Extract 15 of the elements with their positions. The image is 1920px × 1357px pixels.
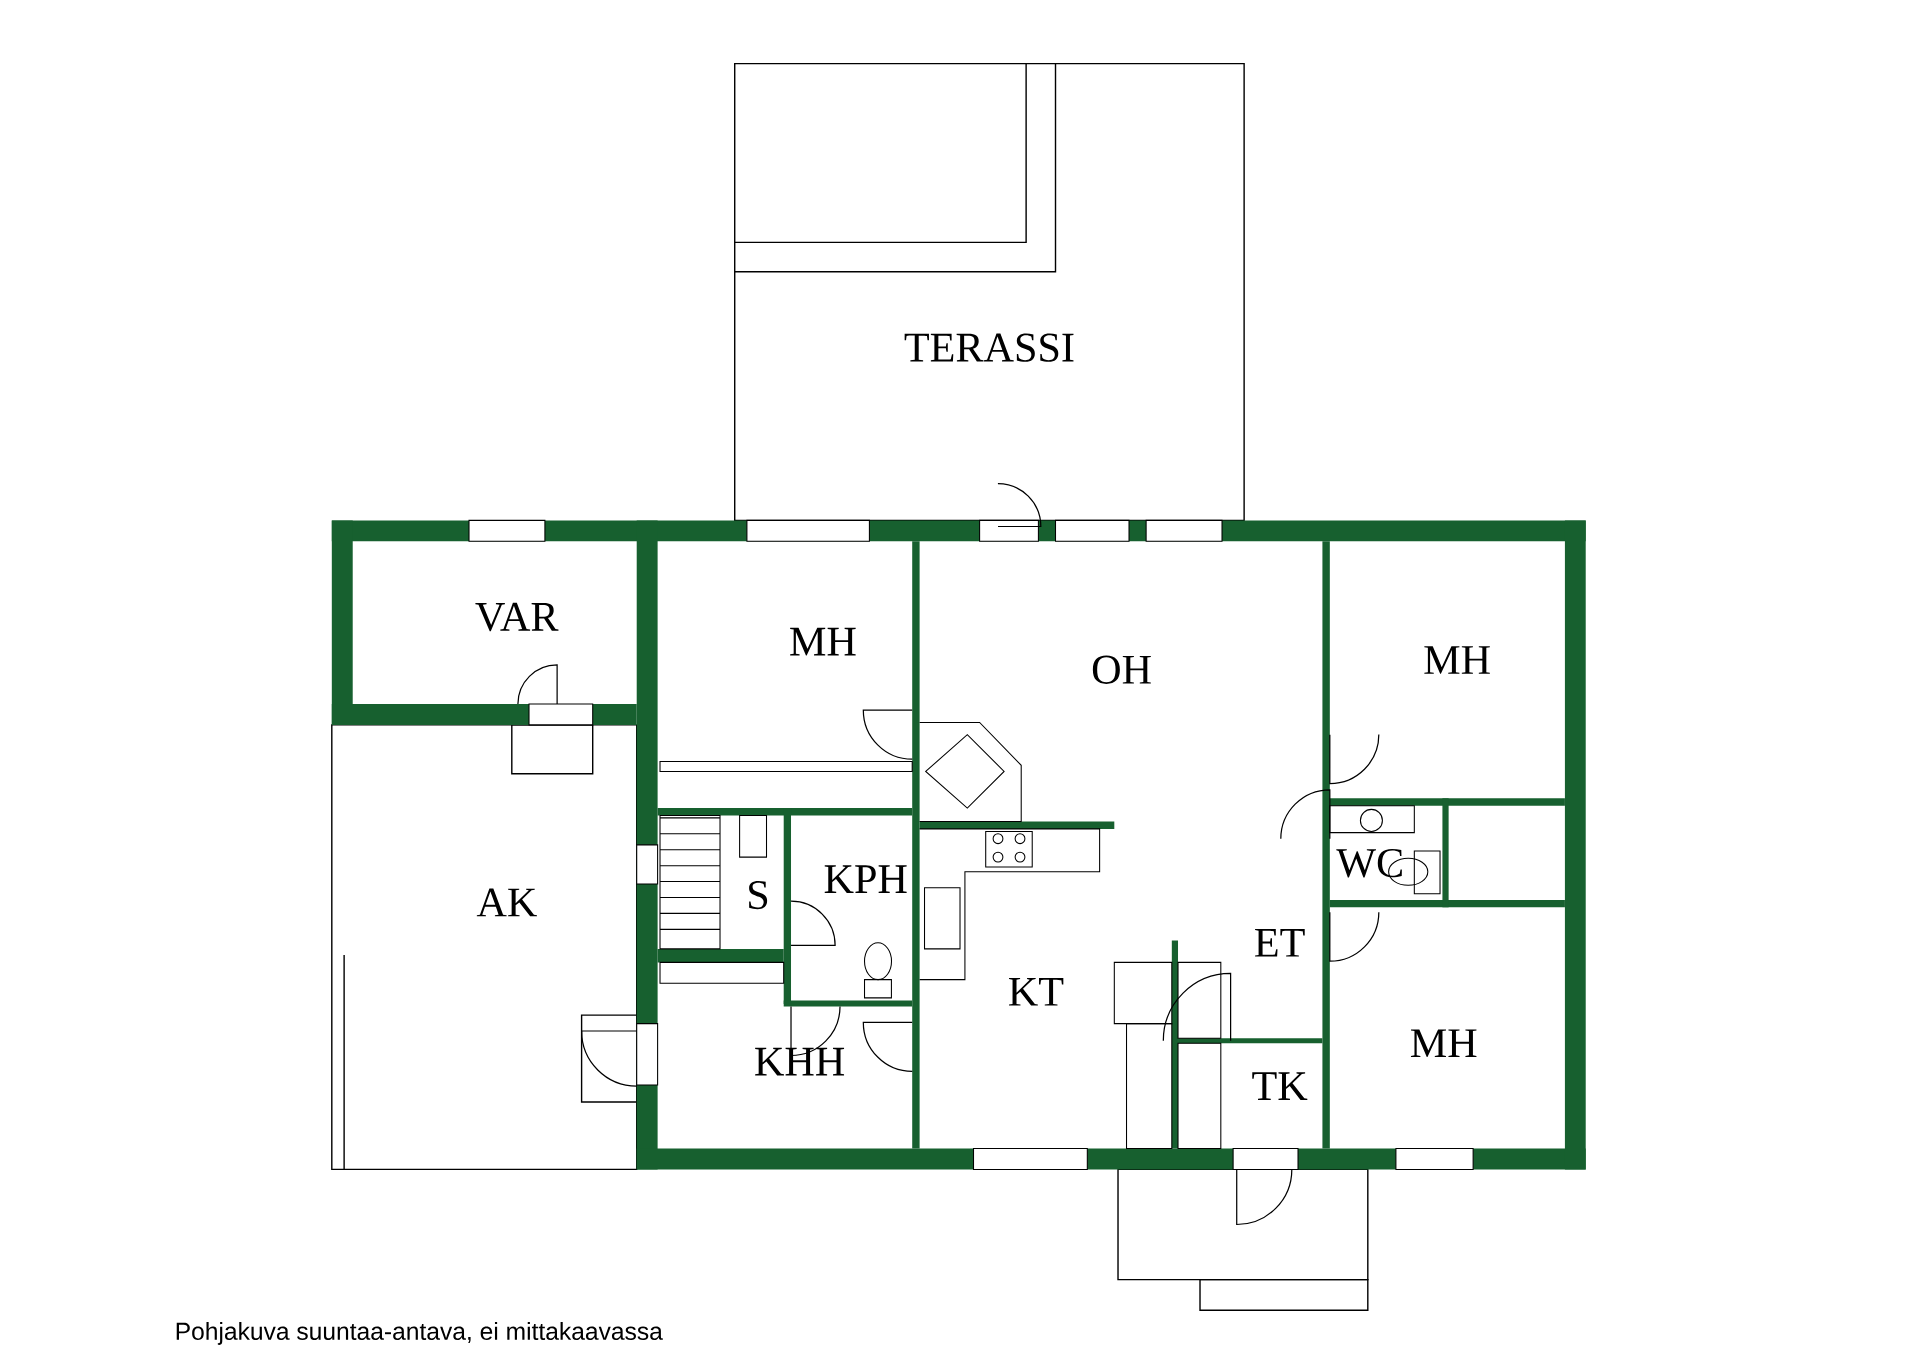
disclaimer-note: Pohjakuva suuntaa-antava, ei mittakaavassa (176, 1322, 663, 1346)
room-label: VAR (475, 603, 559, 632)
room-label: OH (1092, 655, 1151, 685)
room-label: TK (1252, 1072, 1308, 1101)
room-label: KHH (755, 1047, 845, 1076)
room-label: MH (1410, 1029, 1477, 1058)
room-label: MH (1424, 646, 1490, 674)
room-label: KT (1009, 978, 1064, 1006)
room-label: ET (1255, 929, 1305, 957)
room-label: WC (1336, 849, 1402, 878)
room-label: TERASSI (904, 333, 1074, 362)
room-label: KPH (824, 865, 907, 894)
room-label: AK (476, 888, 537, 917)
room-label: S (749, 881, 768, 910)
room-label: MH (790, 627, 856, 656)
